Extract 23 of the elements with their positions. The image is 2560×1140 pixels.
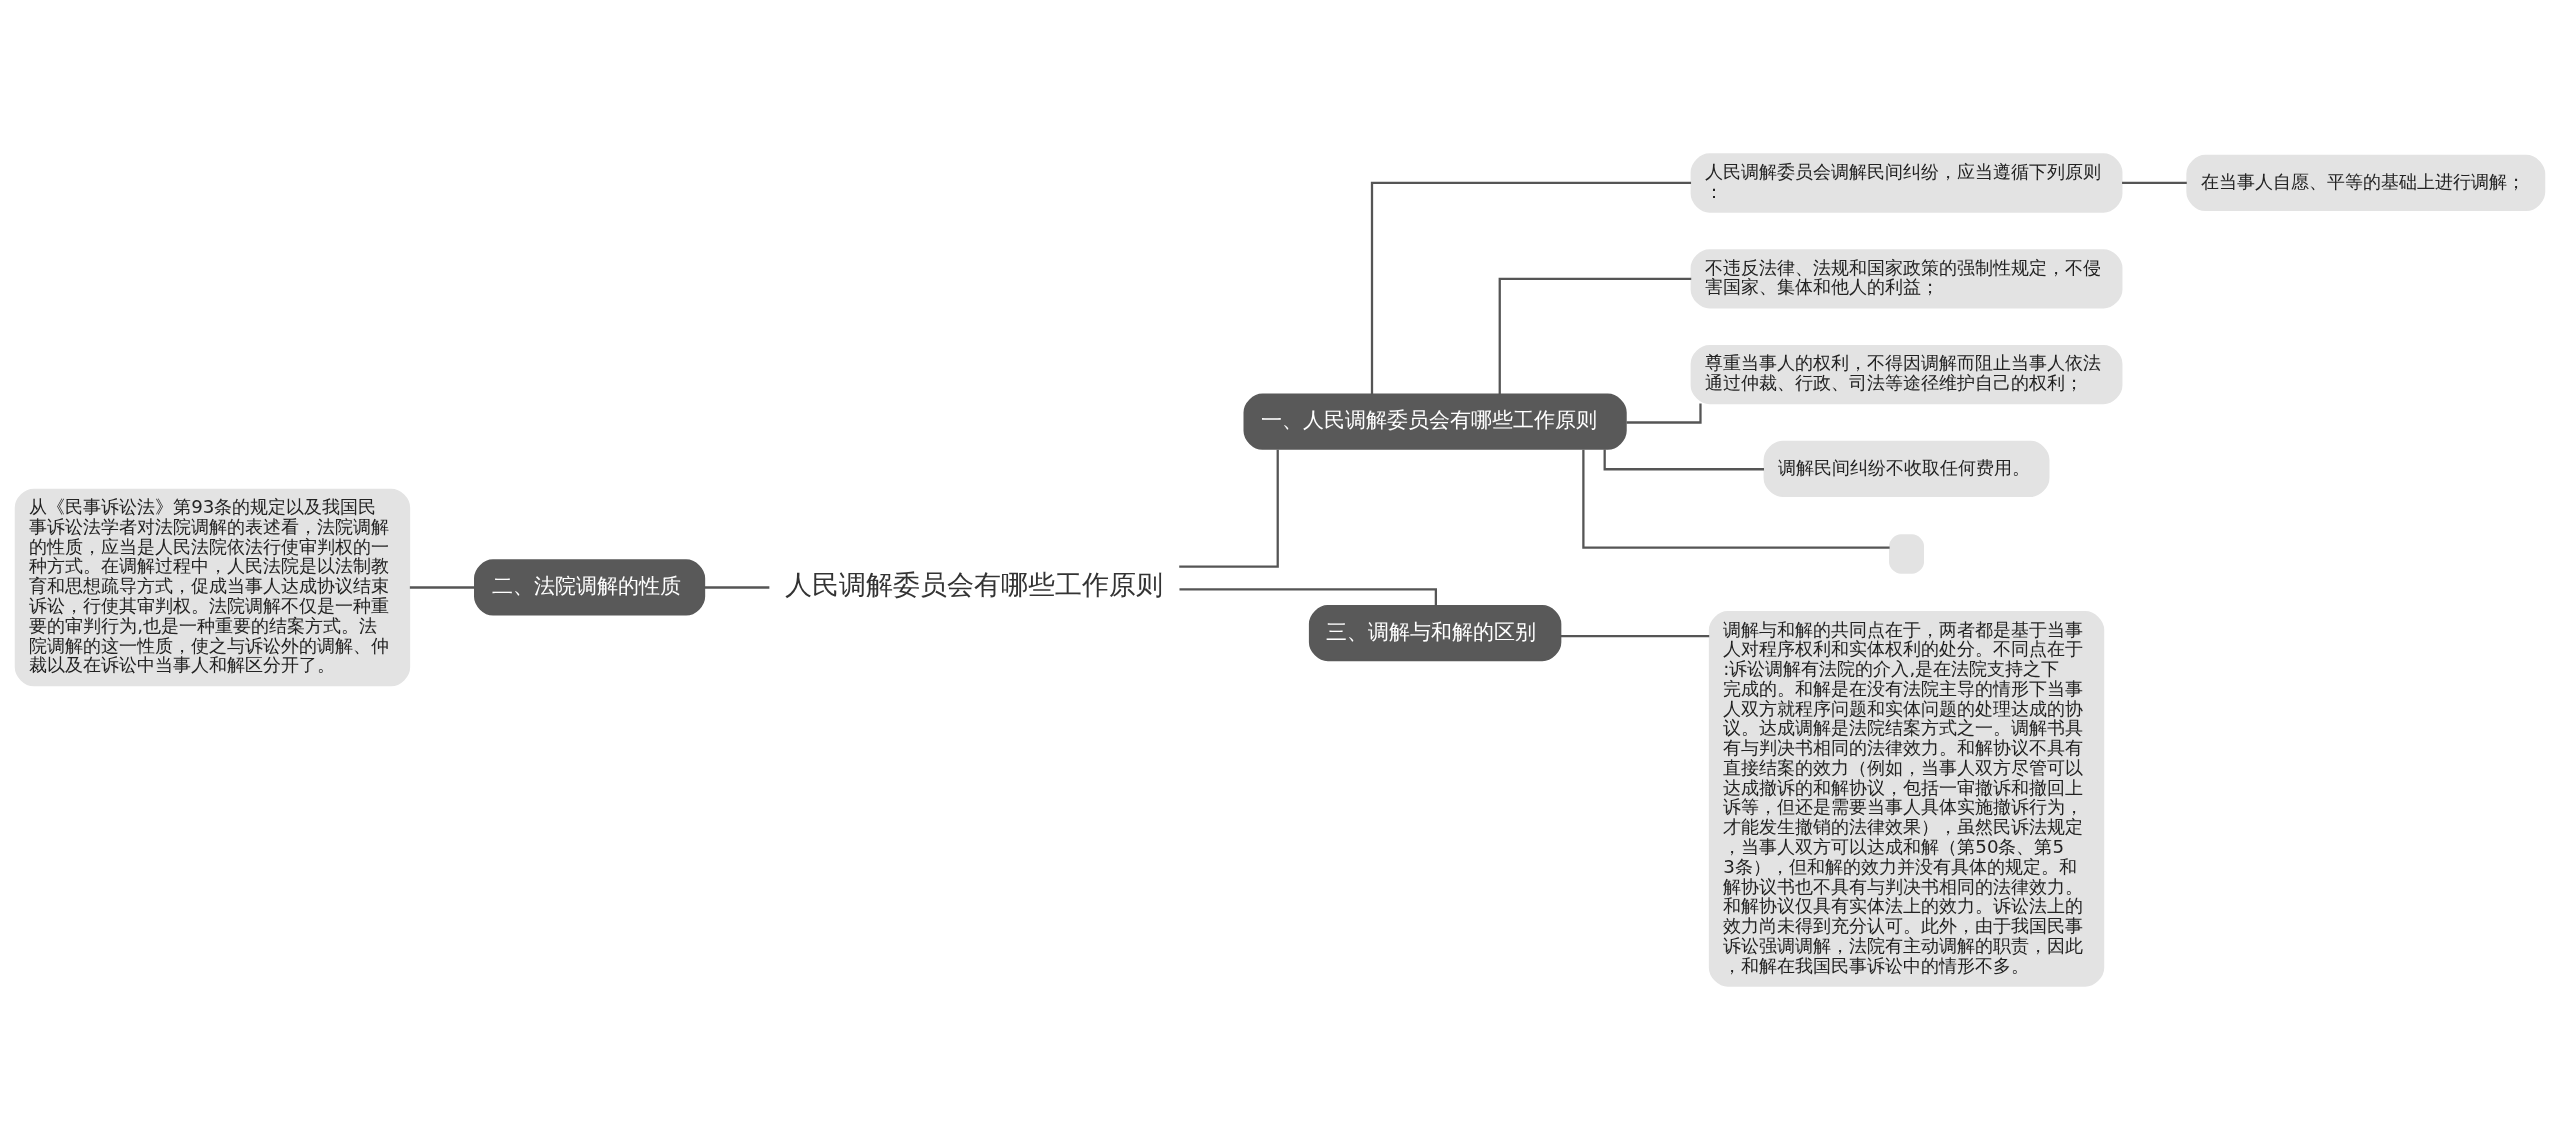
node-box: 在当事人自愿、平等的基础上进行调解； <box>2186 154 2546 212</box>
node-box: 一、人民调解委员会有哪些工作原则 <box>1243 393 1627 450</box>
node-box: 调解与和解的共同点在于，两者都是基于当事人对程序权利和实体权利的处分。不同点在于:诉讼调解有法院的介入,是在法院支持之下完成的。和解是在没有法院主导的情形下当事人双方就程序问题和实体问题的处理达成的协议。达成调解是法院结案方式之一。调解书具有与判决书相同的法律效力。和解协议不具有直接结案的效力（例如，当事人双方尽管可以达成撤诉的和解协议，包括一审撤诉和撤回上诉等，但还是需要当事人具体实施撤诉行为，才能发生撤销的法律效果），虽然民诉法规定，当事人双方可以达成和解（第50条、第53条），但和解的效力并没有具体的规定。和解协议书也不具有与判决书相同的法律效力。和解协议仅具有实体法上的效力。诉讼法上的效力尚未得到充分认可。此外，由于我国民事诉讼强调调解，法院有主动调解的职责，因此，和解在我国民事诉讼中的情形不多。 <box>1708 611 2105 987</box>
node-box: 尊重当事人的权利，不得因调解而阻止当事人依法通过仲裁、行政、司法等途径维护自己的权利； <box>1690 344 2123 405</box>
connector <box>704 586 770 589</box>
connector <box>1498 277 1692 395</box>
connector <box>2122 181 2187 185</box>
connector <box>1370 181 1692 395</box>
connector <box>1626 403 1702 424</box>
node-box: 不违反法律、法规和国家政策的强制性规定，不侵害国家、集体和他人的利益； <box>1690 249 2123 309</box>
connector <box>1603 449 1764 471</box>
node-box: 三、调解与和解的区别 <box>1308 605 1562 662</box>
connector <box>1560 635 1710 638</box>
node-box: 二、法院调解的性质 <box>474 559 706 616</box>
node-box: 调解民间纠纷不收取任何费用。 <box>1763 440 2050 497</box>
node-box: 人民调解委员会调解民间纠纷，应当遵循下列原则： <box>1690 153 2123 213</box>
connector <box>1179 588 1437 606</box>
node-box <box>1889 534 1924 574</box>
connector <box>409 586 475 589</box>
connector <box>1179 449 1279 568</box>
node-box: 从《民事诉讼法》第93条的规定以及我国民事诉讼法学者对法院调解的表述看，法院调解的性质，应当是人民法院依法行使审判权的一种方式。在调解过程中，人民法院是以法制教育和思想疏导方式，促成当事人达成协议结束诉讼，行使其审判权。法院调解不仅是一种重要的审判行为,也是一种重要的结案方式。法院调解的这一性质，使之与诉讼外的调解、仲裁以及在诉讼中当事人和解区分开了。 <box>14 488 411 687</box>
node-text: 人民调解委员会有哪些工作原则 <box>785 569 1164 601</box>
connector <box>1582 449 1890 549</box>
